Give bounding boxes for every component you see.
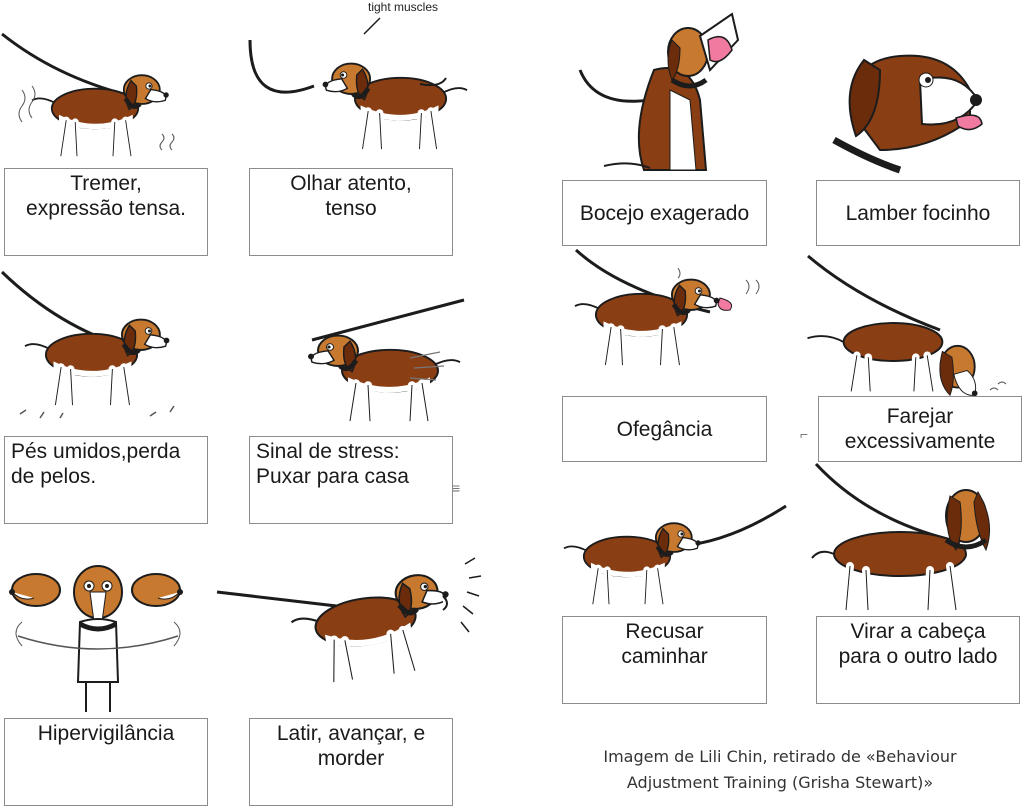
stray-mark: ⌐ xyxy=(800,426,809,442)
caption-bocejo: Bocejo exagerado xyxy=(562,180,767,246)
panel-bocejo: Bocejo exagerado xyxy=(560,0,770,250)
panel-lamber: Lamber focinho xyxy=(810,0,1024,250)
sniffing-dog-icon xyxy=(807,254,1007,397)
caption-latir: Latir, avançar, e morder xyxy=(249,718,453,806)
panel-latir: Latir, avançar, e morder xyxy=(215,552,485,808)
caption-pes: Pés umidos,perda de pelos. xyxy=(4,436,208,524)
caption-farejar: Farejar excessivamente xyxy=(818,396,1022,462)
pulling-dog-icon xyxy=(240,298,465,438)
panel-hiper: Hipervigilância xyxy=(0,552,215,808)
caption-tremer: Tremer, expressão tensa. xyxy=(4,168,208,256)
refusing-dog-icon xyxy=(560,504,787,621)
caption-text: Bocejo exagerado xyxy=(579,201,750,225)
caption-virar: Virar a cabeça para o outro lado xyxy=(816,616,1020,704)
caption-text: Latir, avançar, e morder xyxy=(276,722,426,770)
caption-text: Pés umidos,perda de pelos. xyxy=(11,440,181,488)
annotation-tight-muscles: tight muscles xyxy=(368,0,439,14)
alert-dog-icon xyxy=(248,17,455,170)
panel-tremer: Tremer, expressão tensa. xyxy=(0,0,215,260)
caption-olhar: Olhar atento, tenso xyxy=(249,168,453,256)
panel-virar: Virar a cabeça para o outro lado xyxy=(810,462,1024,706)
trembling-dog-icon xyxy=(1,32,175,170)
panel-puxar: Sinal de stress: Puxar para casa ≡ xyxy=(240,268,470,528)
yawning-dog-icon xyxy=(578,12,740,171)
caption-hiper: Hipervigilância xyxy=(4,718,208,806)
caption-text: Virar a cabeça para o outro lado xyxy=(838,620,998,668)
hypervigilant-dog-icon xyxy=(9,565,183,712)
panel-pes: Pés umidos,perda de pelos. xyxy=(0,268,215,528)
panting-dog-icon xyxy=(560,248,760,400)
caption-lamber: Lamber focinho xyxy=(816,180,1020,246)
stray-mark: ≡ xyxy=(452,480,461,496)
lip-licking-dog-icon xyxy=(832,54,983,174)
caption-text: Sinal de stress: Puxar para casa xyxy=(256,440,409,488)
panel-ofeg: Ofegância xyxy=(560,248,770,466)
caption-text: Ofegância xyxy=(616,417,713,441)
caption-text: Lamber focinho xyxy=(845,201,991,225)
shedding-dog-icon xyxy=(0,270,175,419)
panel-farejar: Farejar excessivamente ⌐ xyxy=(800,250,1024,466)
caption-text: Recusar caminhar xyxy=(621,620,708,668)
lunging-dog-icon xyxy=(216,557,482,722)
caption-text: Farejar excessivamente xyxy=(844,405,996,453)
caption-text: Tremer, expressão tensa. xyxy=(26,172,186,220)
panel-olhar: tight muscles Olhar atento, tenso xyxy=(240,0,455,260)
caption-text: Hipervigilância xyxy=(37,722,175,745)
head-turn-dog-icon xyxy=(811,462,991,614)
caption-puxar: Sinal de stress: Puxar para casa xyxy=(249,436,453,524)
caption-text: Olhar atento, tenso xyxy=(290,172,412,220)
caption-ofeg: Ofegância xyxy=(562,396,767,462)
caption-recusar: Recusar caminhar xyxy=(562,616,767,704)
panel-recusar: Recusar caminhar xyxy=(560,476,790,706)
image-credit: Imagem de Lili Chin, retirado de «Behavi… xyxy=(603,747,957,792)
